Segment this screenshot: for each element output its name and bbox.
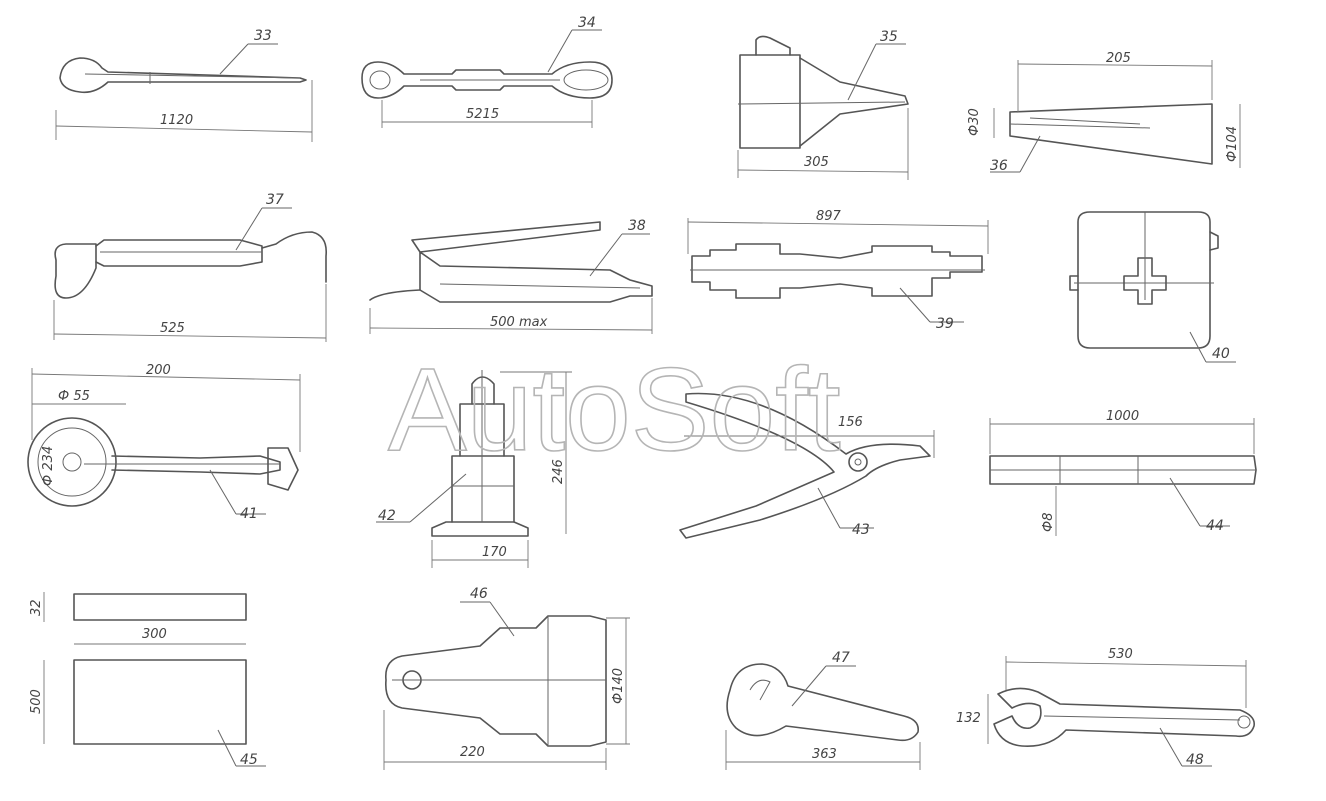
part-42-width: 170 (482, 545, 507, 560)
part-34-label: 34 (578, 15, 596, 31)
part-38-dimension: 500 max (490, 315, 548, 330)
part-42-label: 42 (378, 508, 396, 524)
part-37-dimension: 525 (160, 321, 185, 336)
part-43-dimension: 156 (838, 415, 863, 430)
part-45-height: 500 (29, 689, 44, 714)
part-39-label: 39 (936, 316, 954, 332)
part-47-dimension: 363 (812, 747, 837, 762)
part-44-label: 44 (1206, 518, 1224, 534)
part-35-dimension: 305 (804, 155, 829, 170)
part-43-drawing: 43 156 (679, 392, 935, 539)
part-37-drawing: 37 525 (53, 192, 328, 342)
part-37-label: 37 (266, 192, 284, 208)
part-36-large-diameter: Ф104 (1225, 126, 1240, 162)
part-39-drawing: 39 897 (687, 209, 989, 332)
part-42-drawing: 42 246 170 (376, 370, 572, 568)
part-38-label: 38 (628, 218, 646, 234)
part-48-length: 530 (1108, 647, 1133, 662)
part-40-label: 40 (1212, 346, 1230, 362)
part-44-length: 1000 (1106, 409, 1139, 424)
part-45-length: 300 (142, 627, 167, 642)
part-47-label: 47 (832, 650, 850, 666)
part-47-drawing: 47 363 (725, 650, 921, 770)
part-45-thickness: 32 (29, 599, 44, 616)
part-40-drawing: 40 (1069, 211, 1236, 363)
part-33-drawing: 33 1120 (55, 28, 313, 142)
part-46-length: 220 (460, 745, 485, 760)
part-36-drawing: 36 205 Ф30 Ф104 (967, 51, 1241, 174)
part-44-diameter: Ф8 (1041, 513, 1056, 532)
part-41-shaft-diameter: Ф 55 (58, 389, 90, 404)
part-33-label: 33 (254, 28, 272, 44)
part-35-label: 35 (880, 29, 898, 45)
part-46-drawing: 46 220 Ф140 (383, 586, 630, 770)
part-48-width: 132 (956, 711, 981, 726)
part-48-drawing: 48 530 132 (956, 647, 1256, 768)
part-41-drawing: 41 200 Ф 55 Ф 234 (27, 363, 301, 522)
part-46-label: 46 (470, 586, 488, 602)
part-34-dimension: 5215 (466, 107, 499, 122)
part-41-length: 200 (146, 363, 171, 378)
part-41-label: 41 (240, 506, 258, 522)
part-36-label: 36 (990, 158, 1008, 174)
part-35-drawing: 35 305 (737, 29, 909, 180)
part-41-wheel-diameter: Ф 234 (41, 446, 56, 486)
part-36-small-diameter: Ф30 (967, 108, 982, 136)
part-39-dimension: 897 (816, 209, 842, 224)
part-44-drawing: 44 1000 Ф8 (989, 409, 1257, 536)
part-43-label: 43 (852, 522, 870, 538)
part-38-drawing: 38 500 max (369, 218, 653, 334)
part-46-diameter: Ф140 (611, 668, 626, 704)
watermark: AutoSoft (388, 344, 841, 476)
part-36-length: 205 (1106, 51, 1131, 66)
part-33-dimension: 1120 (160, 113, 193, 128)
part-48-label: 48 (1186, 752, 1204, 768)
part-45-drawing: 45 300 32 500 (29, 592, 266, 768)
part-42-height: 246 (551, 459, 566, 484)
part-45-label: 45 (240, 752, 258, 768)
part-34-drawing: 34 5215 (361, 15, 613, 128)
